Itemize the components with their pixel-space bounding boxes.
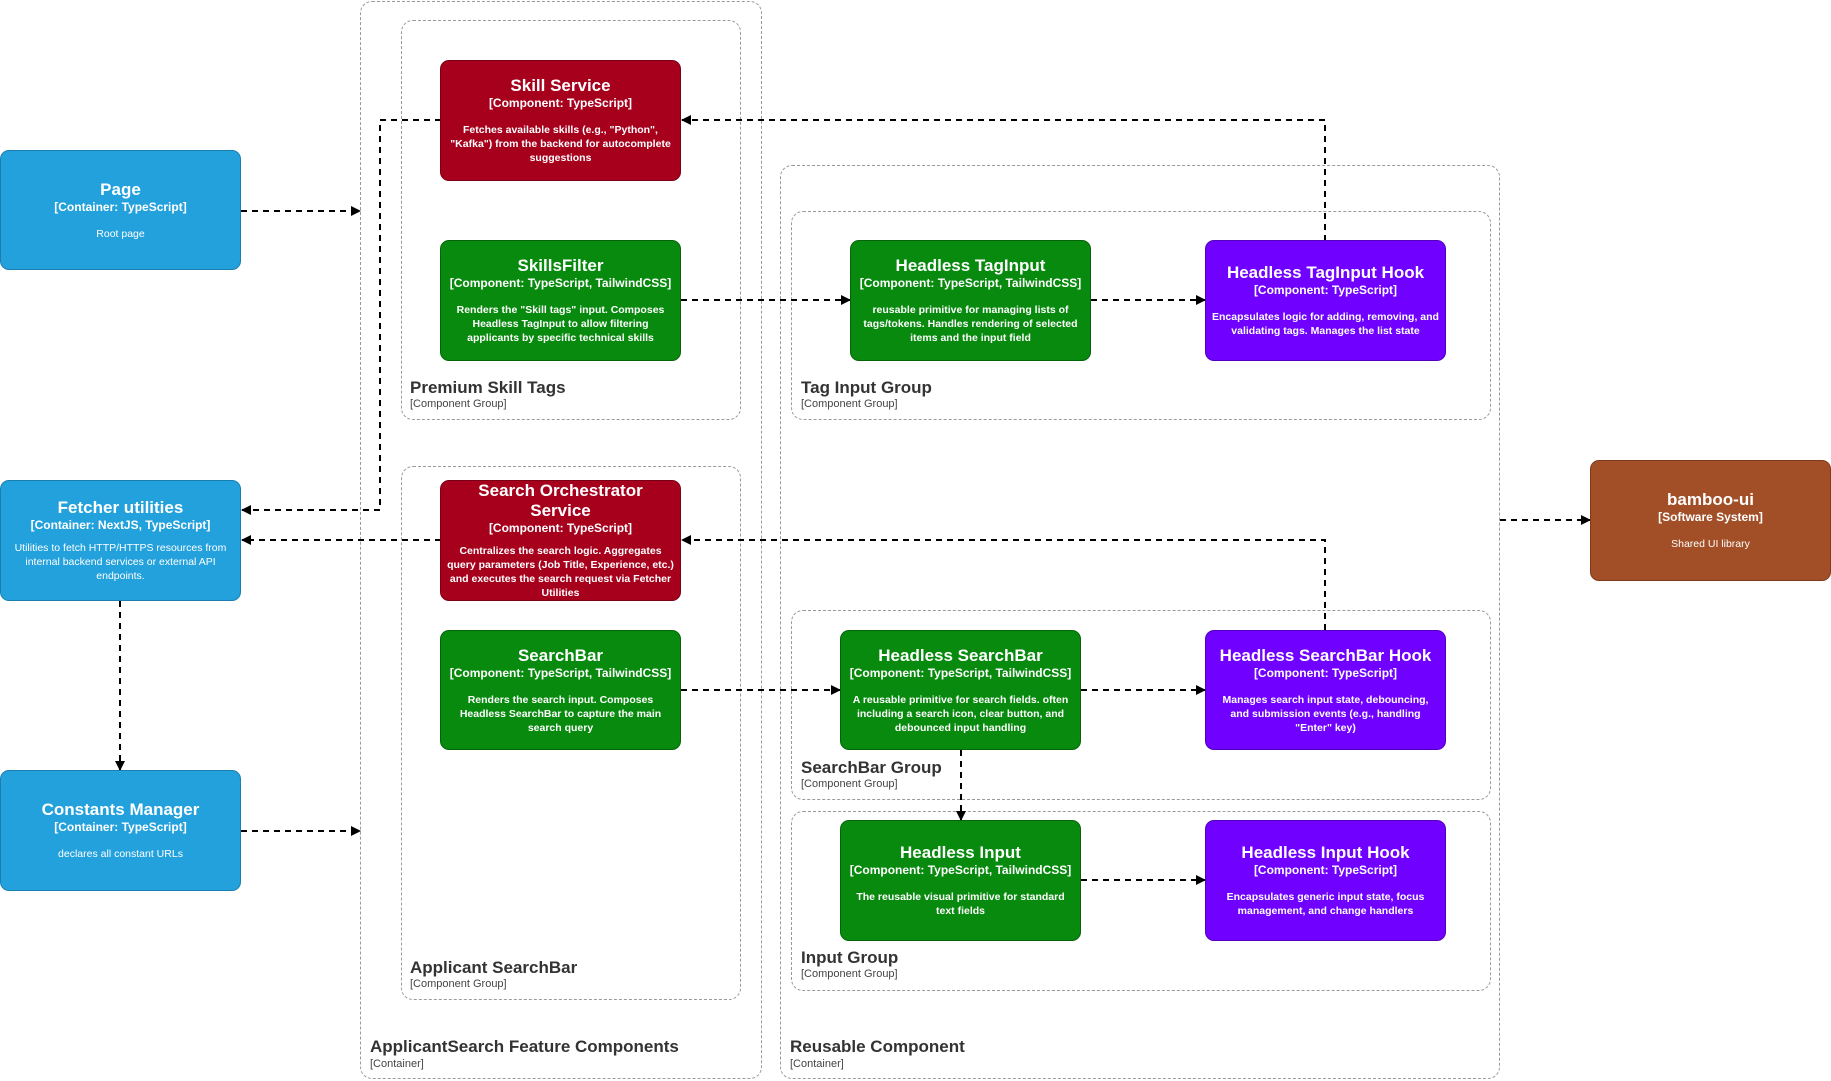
node-searchbar-hook-tech: [Component: TypeScript] <box>1253 665 1398 680</box>
node-fetcher-desc: Utilities to fetch HTTP/HTTPS resources … <box>14 542 227 582</box>
node-headless-taginput-desc: reusable primitive for managing lists of… <box>863 304 1078 344</box>
group-searchbar <box>791 610 1491 800</box>
node-skill-service[interactable]: Skill Service [Component: TypeScript] Fe… <box>440 60 681 181</box>
node-input-hook-title: Headless Input Hook <box>1241 843 1410 862</box>
edge-searchbar-hook-to-orchestrator <box>681 535 1326 630</box>
node-skillsfilter-title: SkillsFilter <box>517 256 604 275</box>
group-input <box>791 811 1491 991</box>
node-headless-taginput-tech: [Component: TypeScript, TailwindCSS] <box>859 276 1082 290</box>
node-constants-desc: declares all constant URLs <box>58 848 183 860</box>
node-bamboo-ui[interactable]: bamboo-ui [Software System] Shared UI li… <box>1590 460 1831 581</box>
node-searchbar-hook-desc: Manages search input state, debouncing, … <box>1222 693 1429 734</box>
node-headless-input-desc: The reusable visual primitive for standa… <box>856 891 1065 917</box>
node-headless-taginput-title: Headless TagInput <box>895 256 1046 275</box>
node-searchbar-title: SearchBar <box>517 645 604 665</box>
edge-taginput-hook-to-skill-service <box>681 115 1326 241</box>
node-searchbar[interactable]: SearchBar [Component: TypeScript, Tailwi… <box>440 630 681 750</box>
node-constants-tech: [Container: TypeScript] <box>54 820 187 834</box>
node-constants-title: Constants Manager <box>41 800 200 819</box>
group-type-reusable-component: [Container] <box>790 1058 844 1070</box>
node-headless-searchbar-desc: A reusable primitive for search fields. … <box>852 693 1069 734</box>
node-constants-manager[interactable]: Constants Manager [Container: TypeScript… <box>0 770 241 891</box>
node-page-tech: [Container: TypeScript] <box>54 199 187 214</box>
node-input-hook-desc: Encapsulates generic input state, focus … <box>1226 891 1425 917</box>
node-taginput-hook[interactable]: Headless TagInput Hook [Component: TypeS… <box>1205 240 1446 361</box>
node-headless-input-title: Headless Input <box>900 843 1021 862</box>
group-applicant-searchbar <box>401 466 741 1000</box>
group-type-input: [Component Group] <box>801 968 898 980</box>
node-skill-service-title: Skill Service <box>510 76 611 95</box>
node-bamboo-tech: [Software System] <box>1658 510 1763 524</box>
node-orchestrator-title: Search Orchestrator Service <box>478 481 643 520</box>
group-type-tag-input: [Component Group] <box>801 398 898 410</box>
node-skillsfilter[interactable]: SkillsFilter [Component: TypeScript, Tai… <box>440 240 681 361</box>
group-label-reusable-component: Reusable Component <box>790 1037 965 1056</box>
node-skill-service-desc: Fetches available skills (e.g., "Python"… <box>450 124 671 164</box>
node-searchbar-hook[interactable]: Headless SearchBar Hook [Component: Type… <box>1205 630 1446 750</box>
group-tag-input <box>791 211 1491 420</box>
node-bamboo-desc: Shared UI library <box>1671 538 1750 550</box>
node-skillsfilter-desc: Renders the "Skill tags" input. Composes… <box>456 304 665 344</box>
group-type-premium-skill-tags: [Component Group] <box>410 398 507 410</box>
node-headless-searchbar-tech: [Component: TypeScript, TailwindCSS] <box>849 665 1072 680</box>
group-label-applicantsearch-feature: ApplicantSearch Feature Components <box>370 1037 679 1056</box>
group-label-input: Input Group <box>801 948 899 967</box>
group-reusable-component <box>780 165 1500 1079</box>
node-taginput-hook-tech: [Component: TypeScript] <box>1253 283 1398 297</box>
edge-skill-service-to-fetcher <box>241 119 441 515</box>
node-fetcher-tech: [Container: NextJS, TypeScript] <box>30 518 211 532</box>
group-label-searchbar: SearchBar Group <box>801 758 942 777</box>
node-headless-input[interactable]: Headless Input [Component: TypeScript, T… <box>840 820 1081 941</box>
node-headless-searchbar[interactable]: Headless SearchBar [Component: TypeScrip… <box>840 630 1081 750</box>
group-label-premium-skill-tags: Premium Skill Tags <box>410 378 566 397</box>
node-headless-input-tech: [Component: TypeScript, TailwindCSS] <box>849 863 1072 877</box>
node-skill-service-tech: [Component: TypeScript] <box>488 96 633 110</box>
node-page[interactable]: Page [Container: TypeScript] Root page <box>0 150 241 270</box>
group-type-applicant-searchbar: [Component Group] <box>410 978 507 990</box>
node-search-orchestrator[interactable]: Search Orchestrator Service [Component: … <box>440 480 681 601</box>
node-orchestrator-desc: Centralizes the search logic. Aggregates… <box>447 545 674 599</box>
group-label-tag-input: Tag Input Group <box>801 378 932 397</box>
group-label-applicant-searchbar: Applicant SearchBar <box>410 958 578 977</box>
node-input-hook-tech: [Component: TypeScript] <box>1253 863 1398 877</box>
group-premium-skill-tags <box>401 20 741 420</box>
node-skillsfilter-tech: [Component: TypeScript, TailwindCSS] <box>449 276 672 290</box>
node-headless-searchbar-title: Headless SearchBar <box>878 645 1043 665</box>
node-taginput-hook-title: Headless TagInput Hook <box>1226 263 1425 282</box>
node-bamboo-title: bamboo-ui <box>1667 490 1754 509</box>
group-type-searchbar: [Component Group] <box>801 778 898 790</box>
group-type-applicantsearch-feature: [Container] <box>370 1058 424 1070</box>
node-page-title: Page <box>100 179 141 199</box>
node-headless-taginput[interactable]: Headless TagInput [Component: TypeScript… <box>850 240 1091 361</box>
node-searchbar-tech: [Component: TypeScript, TailwindCSS] <box>449 665 672 680</box>
node-searchbar-desc: Renders the search input. Composes Headl… <box>459 693 662 734</box>
node-taginput-hook-desc: Encapsulates logic for adding, removing,… <box>1212 311 1439 337</box>
node-page-desc: Root page <box>96 227 145 240</box>
node-orchestrator-tech: [Component: TypeScript] <box>488 521 633 535</box>
node-fetcher-title: Fetcher utilities <box>57 498 184 517</box>
node-searchbar-hook-title: Headless SearchBar Hook <box>1219 645 1432 665</box>
node-input-hook[interactable]: Headless Input Hook [Component: TypeScri… <box>1205 820 1446 941</box>
node-fetcher-utilities[interactable]: Fetcher utilities [Container: NextJS, Ty… <box>0 480 241 601</box>
